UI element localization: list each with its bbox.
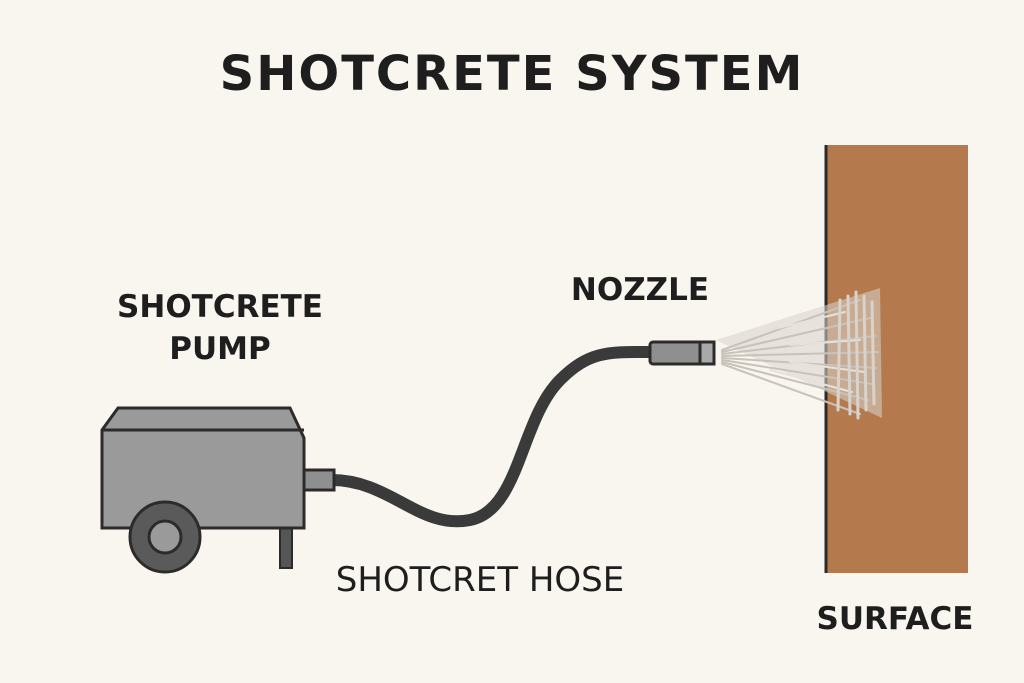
pump-wheel-hub: [147, 519, 183, 555]
diagram-title: SHOTCRETE SYSTEM: [219, 46, 805, 102]
nozzle-icon: [648, 340, 716, 366]
spray-icon: [716, 288, 882, 420]
pump-body: [100, 406, 306, 530]
shotcrete-pump-icon: [100, 406, 336, 574]
nozzle-label: NOZZLE: [570, 272, 710, 308]
hose-label: SHOTCRET HOSE: [335, 560, 625, 600]
hose-line: [326, 345, 658, 528]
nozzle-tip: [698, 340, 716, 366]
spray-impact: [836, 290, 876, 420]
pump-outlet: [300, 468, 336, 492]
surface-label: SURFACE: [816, 601, 974, 637]
pump-label: SHOTCRETE PUMP: [117, 289, 323, 367]
